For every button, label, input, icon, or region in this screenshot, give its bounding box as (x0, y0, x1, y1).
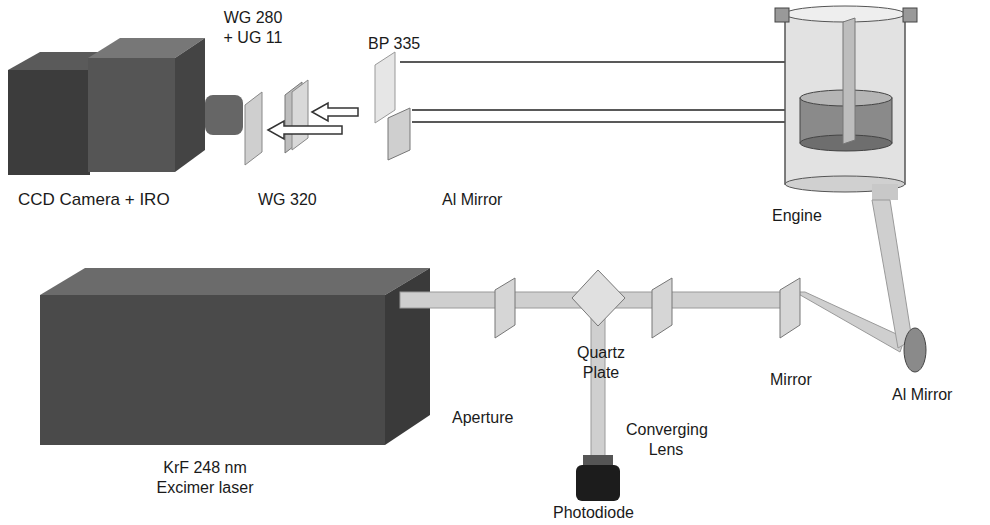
part-label: WG 280 + UG 11 (222, 8, 284, 48)
part-label: Aperture (452, 408, 513, 428)
optics (495, 270, 926, 501)
part-label: Converging Lens (626, 420, 706, 460)
part-label: CCD Camera + IRO (18, 190, 170, 210)
part-label: KrF 248 nm Excimer laser (140, 458, 270, 498)
part-label: Photodiode (553, 503, 634, 523)
part-label: Al Mirror (892, 385, 952, 405)
excimer-laser (40, 268, 430, 445)
part-label: Mirror (770, 370, 812, 390)
part-label: BP 335 (368, 34, 420, 54)
engine (775, 6, 917, 200)
part-label: WG 320 (258, 190, 317, 210)
part-label: Engine (772, 206, 822, 226)
laser-beam (400, 200, 912, 458)
light-arrows (268, 103, 358, 139)
part-label: Al Mirror (442, 190, 502, 210)
filters (245, 52, 410, 165)
ccd-camera (8, 38, 243, 175)
part-label: Quartz Plate (570, 343, 632, 383)
